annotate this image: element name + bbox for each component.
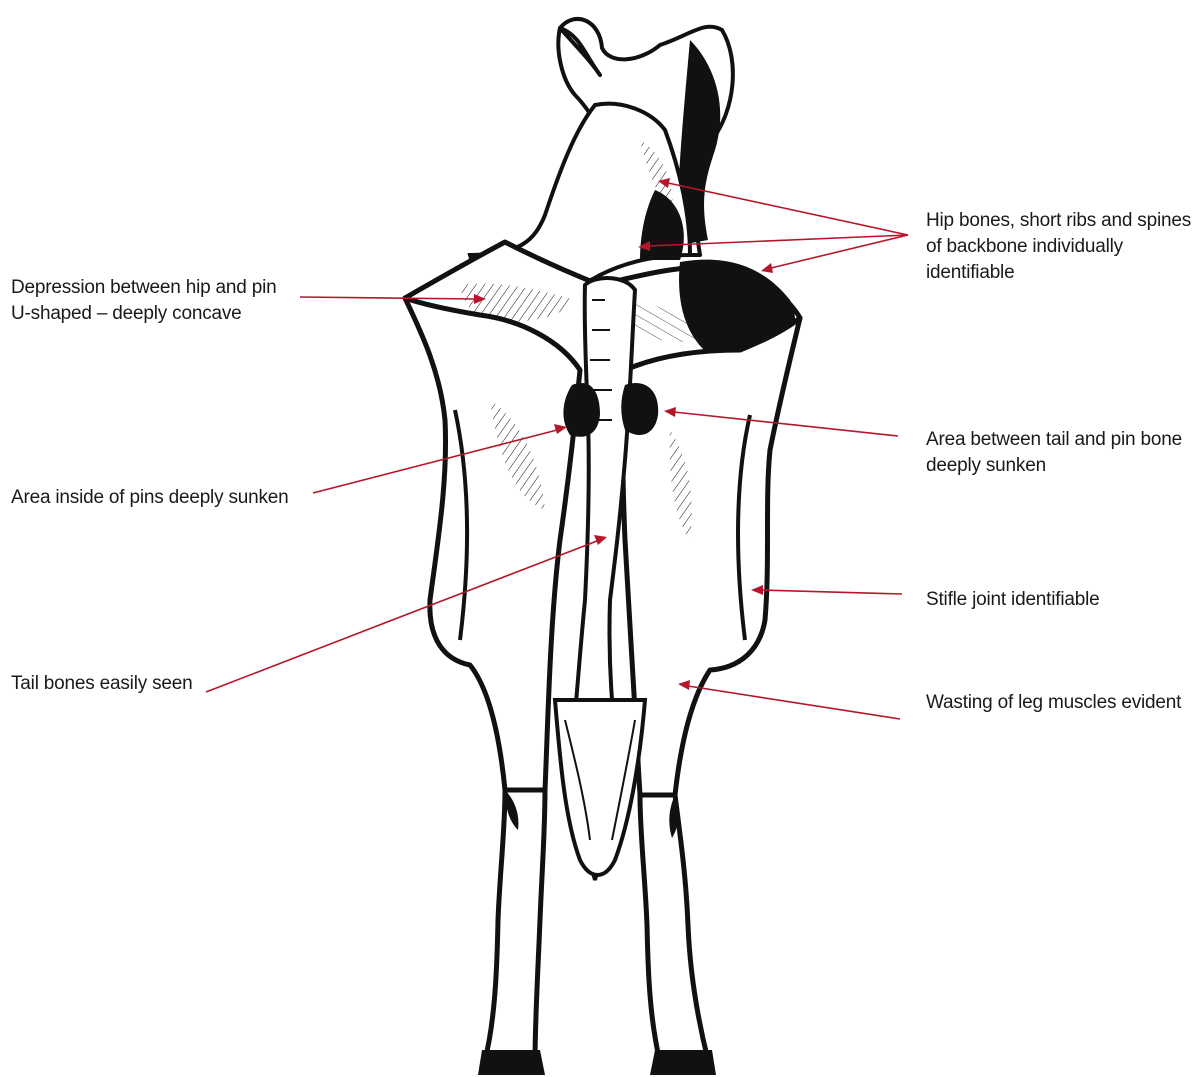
- label-tail-pin-bone: Area between tail and pin bone deeply su…: [926, 427, 1182, 479]
- label-depression-hip-pin: Depression between hip and pin U-shaped …: [11, 275, 276, 327]
- label-tail-pin-line1: Area between tail and pin bone: [926, 427, 1182, 453]
- label-stifle-joint: Stifle joint identifiable: [926, 587, 1100, 613]
- label-inside-pins: Area inside of pins deeply sunken: [11, 485, 289, 511]
- label-wasting-leg-muscles: Wasting of leg muscles evident: [926, 690, 1181, 716]
- label-inside-pins-line1: Area inside of pins deeply sunken: [11, 485, 289, 511]
- label-depression-line2: U-shaped – deeply concave: [11, 301, 276, 327]
- label-hip-bones-line2: of backbone individually: [926, 234, 1191, 260]
- arrowhead-hip-bones-3: [761, 263, 773, 273]
- label-tail-bones: Tail bones easily seen: [11, 671, 193, 697]
- label-hip-bones-line1: Hip bones, short ribs and spines: [926, 208, 1191, 234]
- arrow-stifle: [761, 590, 902, 594]
- label-stifle-line1: Stifle joint identifiable: [926, 587, 1100, 613]
- label-tail-pin-line2: deeply sunken: [926, 453, 1182, 479]
- cow-udder: [555, 700, 645, 875]
- arrow-wasting: [688, 686, 900, 719]
- label-wasting-line1: Wasting of leg muscles evident: [926, 690, 1181, 716]
- label-hip-bones-line3: identifiable: [926, 260, 1191, 286]
- label-tail-bones-line1: Tail bones easily seen: [11, 671, 193, 697]
- label-hip-bones: Hip bones, short ribs and spines of back…: [926, 208, 1191, 286]
- label-depression-line1: Depression between hip and pin: [11, 275, 276, 301]
